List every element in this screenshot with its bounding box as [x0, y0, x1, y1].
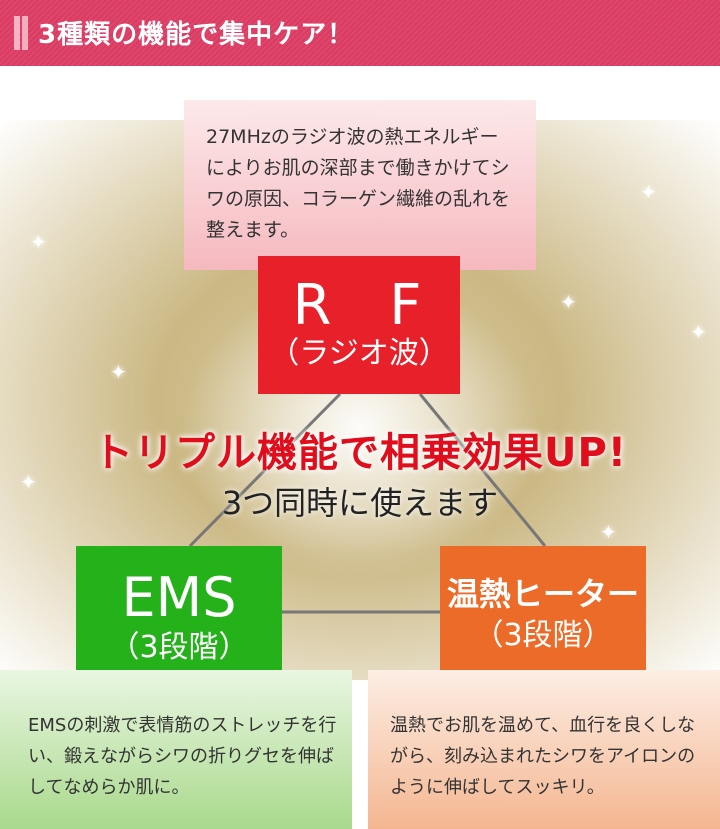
header-accent-bar [14, 16, 20, 50]
ems-box: EMS （3段階） [76, 546, 282, 686]
heater-box: 温熱ヒーター （3段階） [440, 546, 646, 686]
rf-subtitle: （ラジオ波） [269, 336, 449, 371]
section-title: 3種類の機能で集中ケア！ [38, 20, 355, 50]
connector-line-rf-heater [418, 393, 547, 547]
sparkle-icon: ✦ [30, 230, 47, 254]
catch-copy: トリプル機能で相乗効果UP! [92, 430, 628, 476]
ems-subtitle: （3段階） [109, 630, 249, 665]
sparkle-icon: ✦ [560, 290, 577, 314]
rf-title: R F [292, 273, 442, 338]
section-header: 3種類の機能で集中ケア！ [0, 0, 720, 66]
ems-description: EMSの刺激で表情筋のストレッチを行い、鍛えながらシワの折りグセを伸ばしてなめら… [0, 670, 352, 829]
ems-title: EMS [121, 566, 237, 629]
heater-subtitle: （3段階） [473, 618, 613, 653]
sparkle-icon: ✦ [640, 180, 657, 204]
heater-title: 温熱ヒーター [446, 575, 639, 613]
sparkle-icon: ✦ [20, 470, 37, 494]
sparkle-icon: ✦ [110, 360, 127, 384]
header-accent-bar-secondary [22, 16, 28, 50]
sparkle-icon: ✦ [690, 320, 707, 344]
heater-description: 温熱でお肌を温めて、血行を良くしながら、刻み込まれたシワをアイロンのように伸ばし… [368, 670, 720, 829]
connector-line-rf-ems [188, 392, 342, 548]
catch-subcopy: 3つ同時に使えます [221, 484, 499, 522]
sparkle-icon: ✦ [600, 520, 617, 544]
rf-description: 27MHzのラジオ波の熱エネルギーによりお肌の深部まで働きかけてシワの原因、コラ… [184, 100, 536, 270]
rf-box: R F （ラジオ波） [258, 256, 460, 394]
